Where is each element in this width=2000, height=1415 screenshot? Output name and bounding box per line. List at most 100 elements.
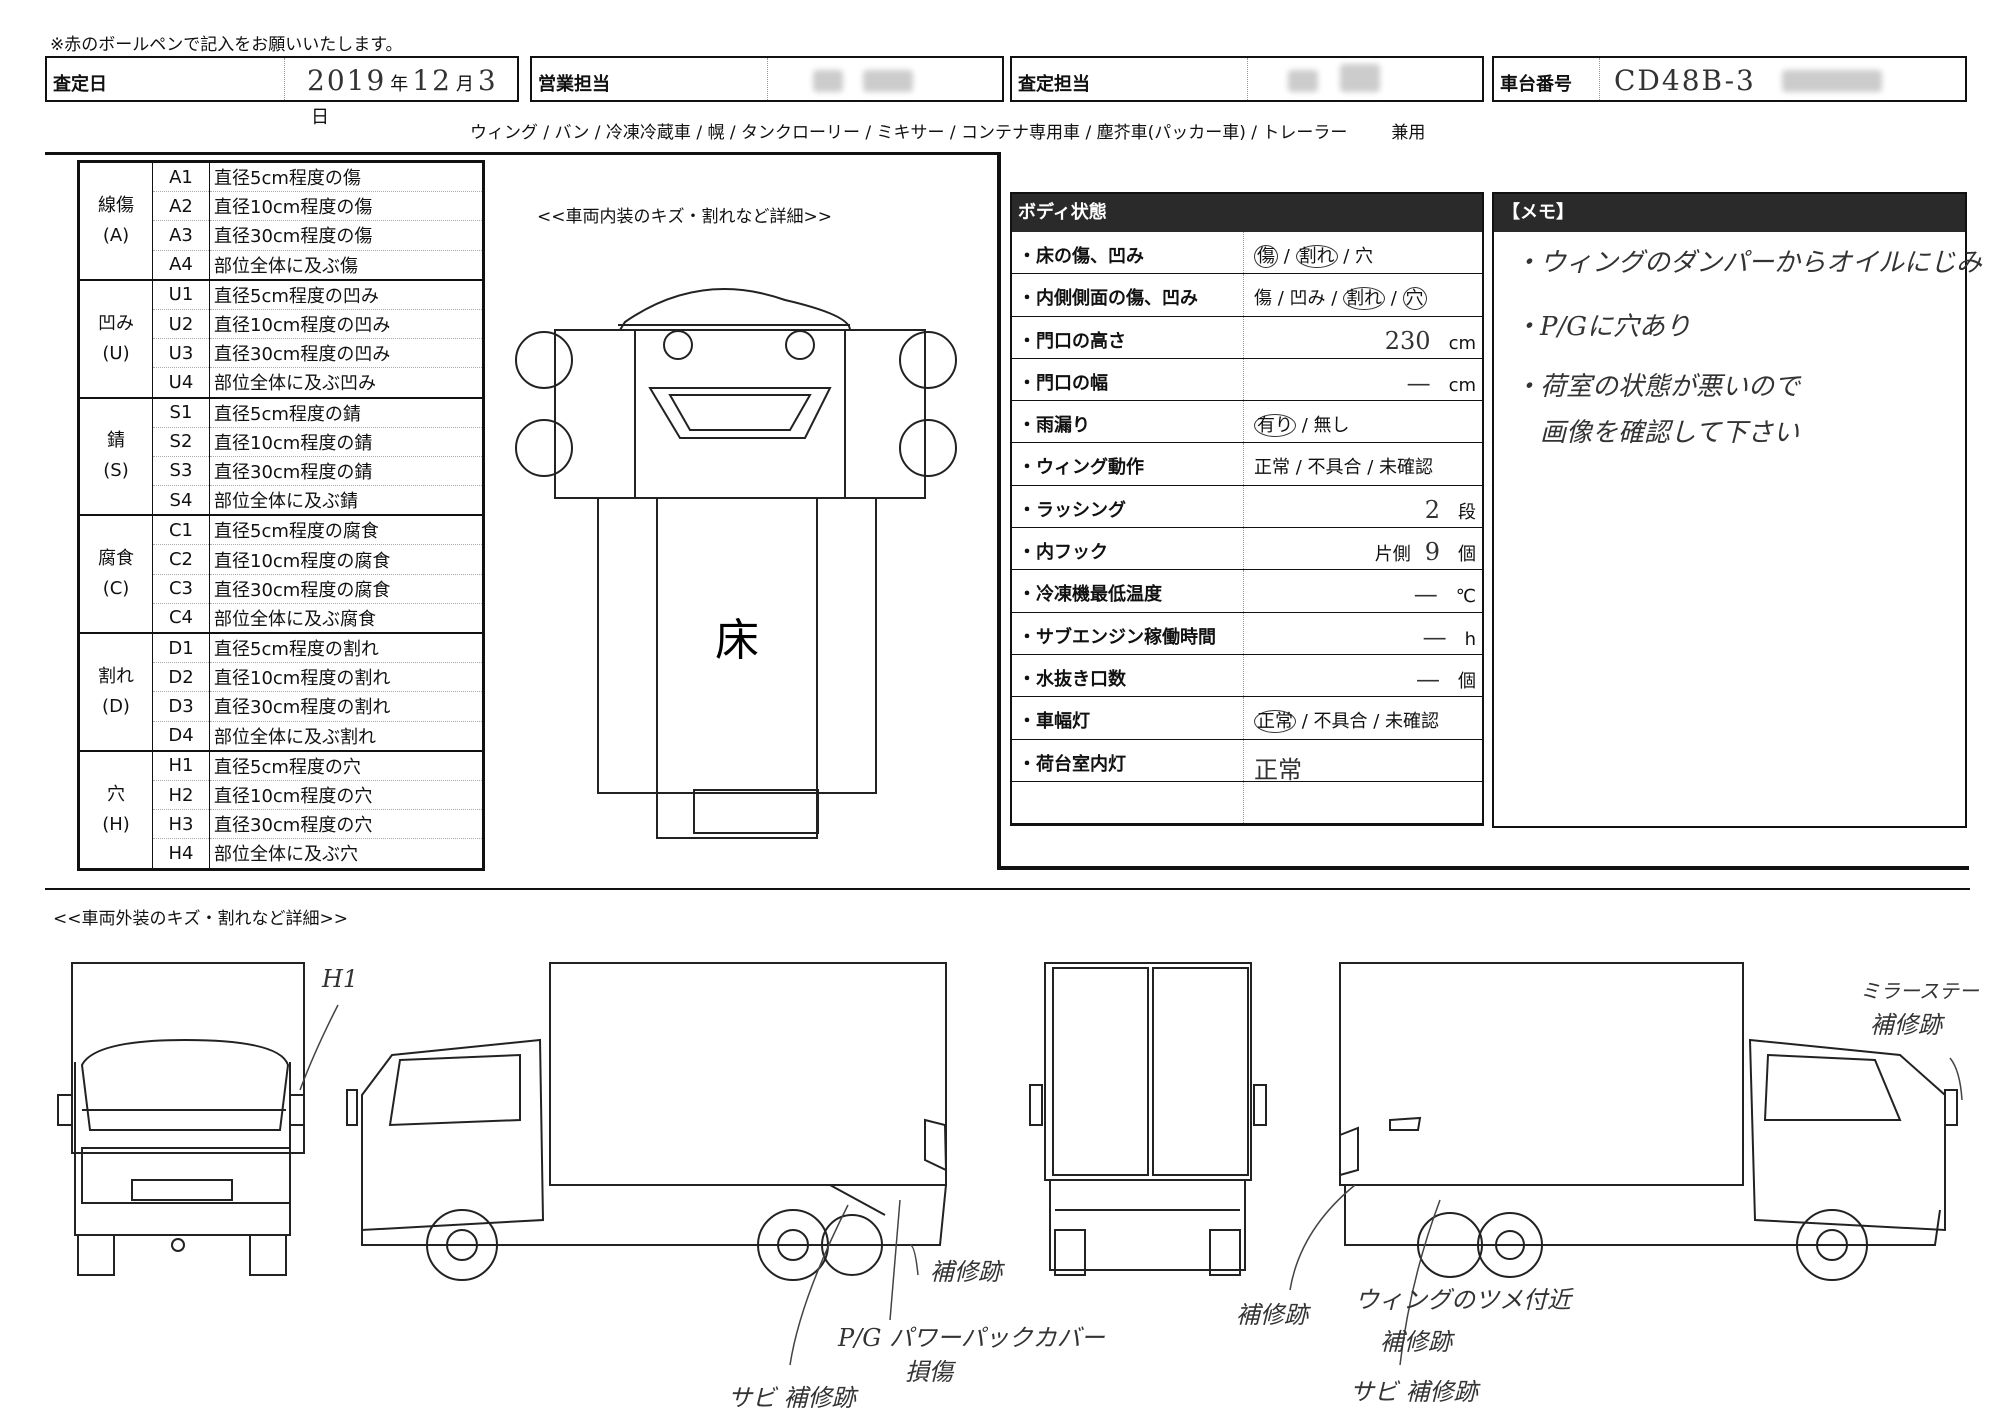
body-status-value[interactable]: 正常 [1244,740,1482,784]
damage-code: C1 [152,514,210,546]
body-status-label: ・内フック [1012,528,1244,570]
month-unit: 月 [455,74,474,95]
damage-description: 直径30cm程度の傷 [209,220,484,251]
status-option[interactable]: 割れ [1295,245,1338,268]
body-status-value[interactable]: —℃ [1244,570,1482,611]
assess-date-label: 査定日 [47,58,285,100]
body-status-value[interactable]: 傷 / 割れ / 穴 [1244,232,1482,273]
body-status-value[interactable]: —h [1244,613,1482,654]
body-status-row: ・車幅灯正常 / 不具合 / 未確認 [1012,697,1482,740]
damage-code: A2 [152,191,210,222]
exterior-title: <<車両外装のキズ・割れなど詳細>> [53,909,348,929]
status-option[interactable]: 穴 [1355,246,1374,267]
body-status-value[interactable] [1244,782,1482,823]
status-option[interactable]: 傷 [1254,288,1272,310]
interior-cab-diagram [515,288,957,839]
instruction-note: ※赤のボールペンで記入をお願いいたします。 [50,35,403,55]
body-status-label: ・水抜き口数 [1012,654,1244,697]
chassis-label: 車台番号 [1494,58,1600,100]
damage-description: 直径30cm程度の穴 [209,809,484,840]
body-status-row [1012,781,1482,825]
status-option[interactable]: 正常 [1254,457,1290,479]
assessor-value[interactable] [1248,58,1482,100]
body-status-value[interactable]: —cm [1244,359,1482,400]
status-option[interactable]: 未確認 [1385,711,1440,733]
damage-category-name: 凹み [98,312,134,334]
status-option[interactable]: 不具合 [1307,457,1362,479]
status-option[interactable]: 無し [1313,415,1350,437]
damage-category-abbr: (H) [102,813,130,835]
sales-rep-value[interactable] [768,58,1002,100]
body-status-row: ・冷凍機最低温度—℃ [1012,570,1482,613]
body-status-label: ・雨漏り [1012,401,1244,443]
note-left-rust: サビ 補修跡 [728,1384,856,1412]
body-status-value[interactable]: 傷 / 凹み / 割れ / 穴 [1244,274,1482,315]
status-value-group: —個 [1416,665,1476,693]
body-status-label: ・門口の幅 [1012,358,1244,401]
note-mirror-repair: 補修跡 [1870,1011,1942,1039]
memo-panel[interactable]: 【メモ】 ・ウィングのダンパーからオイルにじみ ・P/Gに穴あり ・荷室の状態が… [1492,192,1982,828]
body-status-row: ・サブエンジン稼働時間—h [1012,612,1482,655]
status-number: — [1413,580,1438,609]
status-option[interactable]: 有り [1254,414,1296,438]
status-option[interactable]: 不具合 [1313,711,1368,733]
damage-code: S2 [152,427,210,457]
note-left-pg-damage: 損傷 [905,1358,953,1386]
status-option[interactable]: 正常 [1254,710,1296,734]
damage-description: 直径10cm程度の傷 [209,191,484,222]
status-number: — [1416,664,1440,693]
damage-code: U3 [152,338,210,369]
damage-category-name: 腐食 [98,548,134,570]
damage-description: 直径5cm程度の割れ [209,632,484,664]
damage-code: H1 [152,749,210,781]
damage-code: H4 [152,838,210,870]
status-frame-bottom [997,866,1969,870]
damage-code: A1 [152,161,210,193]
damage-description: 直径30cm程度の腐食 [209,574,484,604]
status-option[interactable]: 凹み [1289,288,1326,310]
body-status-value[interactable]: —個 [1244,655,1482,696]
status-option[interactable]: 傷 [1254,245,1278,268]
status-prefix: 片側 [1374,544,1411,566]
day-unit: 日 [311,107,329,128]
memo-title: 【メモ】 [1494,194,1965,232]
damage-description: 部位全体に及ぶ凹み [209,367,484,398]
damage-category-name: 割れ [98,665,134,687]
status-number: 2 [1424,495,1440,524]
status-option[interactable]: 未確認 [1379,457,1434,479]
status-value-group: —℃ [1414,580,1476,608]
memo-line: ・荷室の状態が悪いので [1514,372,1801,402]
truck-left-view [346,962,948,1281]
upper-divider [45,152,1000,155]
memo-line: ・P/Gに穴あり [1514,312,1692,342]
status-frame-left [997,152,1001,870]
body-status-row: ・門口の幅—cm [1012,358,1482,402]
chassis-value[interactable]: CD48B-3 [1600,58,1965,100]
redaction-blur [1782,70,1882,92]
status-option[interactable]: 穴 [1402,287,1427,311]
status-unit: 段 [1458,501,1476,523]
body-status-value[interactable]: 正常 / 不具合 / 未確認 [1244,697,1482,738]
body-status-value[interactable]: 正常 / 不具合 / 未確認 [1254,457,1434,479]
body-status-row: ・床の傷、凹み傷 / 割れ / 穴 [1012,232,1482,275]
status-option[interactable]: 割れ [1343,287,1386,311]
body-status-value[interactable]: 有り / 無し [1244,401,1482,442]
status-unit: ℃ [1455,586,1476,608]
